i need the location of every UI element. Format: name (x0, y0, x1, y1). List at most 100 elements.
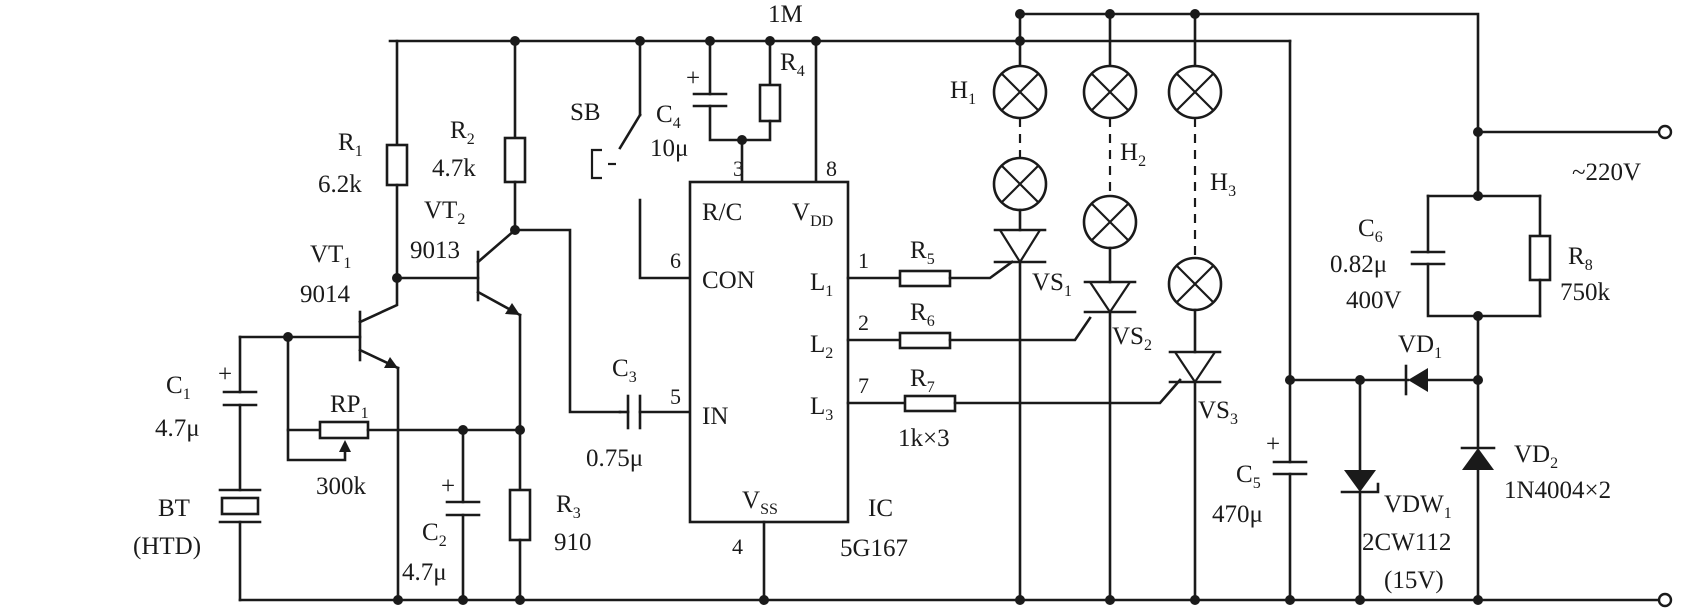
ic-pin-in-num: 5 (670, 384, 681, 409)
resistor-r3 (508, 488, 532, 542)
h2-name: H2 (1120, 139, 1146, 170)
ic-pin-l3-label: L3 (810, 393, 833, 424)
ic-pin-l2-num: 2 (858, 310, 869, 335)
vd2-name: VD2 (1514, 441, 1558, 472)
r4-name: R4 (780, 49, 805, 80)
c6-rating: 400V (1346, 287, 1402, 314)
transistor-vt2 (395, 228, 522, 432)
r2-value: 4.7k (432, 155, 476, 182)
mains-terminal-bottom (1657, 592, 1673, 608)
r-top-value: 1M (768, 1, 803, 28)
r2-name: R2 (450, 117, 475, 148)
resistor-r8 (1528, 234, 1552, 282)
r7-name: R7 (910, 365, 935, 396)
vs3-name: VS3 (1198, 397, 1238, 428)
c6-value: 0.82μ (1330, 251, 1387, 278)
rp1-name: RP1 (330, 391, 369, 422)
ic-pin-l3-num: 7 (858, 373, 869, 398)
resistor-r6 (898, 331, 952, 350)
resistor-r7 (903, 394, 957, 413)
c1-name: C1 (166, 372, 191, 403)
vdw1-rating: (15V) (1384, 567, 1444, 594)
transistor-vt1 (286, 276, 400, 602)
ic-5g167-body (688, 180, 850, 524)
c4-r4-branch (692, 39, 818, 184)
vs1-name: VS1 (1032, 269, 1072, 300)
ic-pin-in-label: IN (702, 403, 728, 430)
mains-terminal-top (1657, 124, 1673, 140)
r3-value: 910 (554, 529, 592, 556)
c4-polarity: + (686, 65, 700, 92)
mains-label: ~220V (1572, 159, 1641, 186)
resistor-r5 (898, 269, 952, 288)
r2-branch (503, 39, 622, 414)
diode-vd2 (1462, 448, 1494, 470)
c5-value: 470μ (1212, 501, 1263, 528)
bt-name: BT (158, 495, 190, 522)
gate-resistors (846, 260, 1182, 413)
c4-name: C4 (656, 101, 681, 132)
r7-value: 1k×3 (898, 425, 950, 452)
c5-polarity: + (1266, 431, 1280, 458)
rp1-value: 300k (316, 473, 367, 500)
switch-sb (590, 39, 692, 280)
lamp-column-h3 (1167, 12, 1223, 602)
junction-dots (283, 9, 1483, 605)
vs2-name: VS2 (1112, 323, 1152, 354)
ic-pin-rc-label: R/C (702, 199, 742, 226)
r1-name: R1 (338, 129, 363, 160)
r5-name: R5 (910, 237, 935, 268)
ic-pin-vss-label: VSS (742, 487, 778, 518)
c1-value: 4.7μ (155, 415, 200, 442)
rp1-branch (286, 335, 522, 462)
resistor-r2 (503, 136, 527, 184)
buzzer-bt (220, 496, 260, 516)
c2-polarity: + (441, 473, 455, 500)
c3-value: 0.75μ (586, 445, 643, 472)
ic-pin-con-label: CON (702, 267, 755, 294)
lamp-column-h1 (992, 39, 1048, 602)
potentiometer-rp1 (318, 420, 370, 440)
ic-pin-l1-label: L1 (810, 269, 833, 300)
ic-pin-vdd-num: 8 (826, 156, 837, 181)
r6-name: R6 (910, 299, 935, 330)
lamp-column-h2 (1082, 12, 1138, 602)
ic-pin-l2-label: L2 (810, 331, 833, 362)
vt1-name: VT1 (310, 241, 351, 272)
r8-name: R8 (1568, 243, 1593, 274)
r1-branch (385, 39, 409, 280)
vdw1-name: VDW1 (1384, 491, 1452, 522)
h3-name: H3 (1210, 169, 1236, 200)
capacitor-c3 (618, 394, 692, 430)
triac-vs2 (1089, 281, 1131, 314)
c6-name: C6 (1358, 215, 1383, 246)
c2-value: 4.7μ (402, 559, 447, 586)
c5-name: C5 (1236, 461, 1261, 492)
c4-value: 10μ (650, 135, 688, 162)
resistor-r4 (758, 83, 782, 123)
r1-value: 6.2k (318, 171, 362, 198)
c2-r3-branch (445, 428, 532, 602)
ic-pin-rc-num: 3 (733, 156, 744, 181)
vd1-name: VD1 (1398, 331, 1442, 362)
polarity-marks: + + + + (218, 65, 1280, 500)
ic-pin-vss-num: 4 (732, 534, 743, 559)
vt1-model: 9014 (300, 281, 351, 308)
h1-name: H1 (950, 77, 976, 108)
vt2-model: 9013 (410, 237, 460, 264)
bt-type: (HTD) (133, 533, 201, 560)
c2-name: C2 (422, 519, 447, 550)
zener-vdw1 (1344, 470, 1376, 492)
ic-pin-vdd-label: VDD (792, 199, 833, 230)
ic-name: IC (868, 495, 893, 522)
power-supply (1272, 39, 1552, 602)
ic-pin-con-num: 6 (670, 248, 681, 273)
ic-model: 5G167 (840, 535, 908, 562)
vd2-model: 1N4004×2 (1504, 477, 1611, 504)
r8-value: 750k (1560, 279, 1611, 306)
c1-bt-branch (218, 335, 290, 602)
triac-vs3 (1174, 351, 1216, 384)
triac-vs1 (999, 229, 1041, 265)
